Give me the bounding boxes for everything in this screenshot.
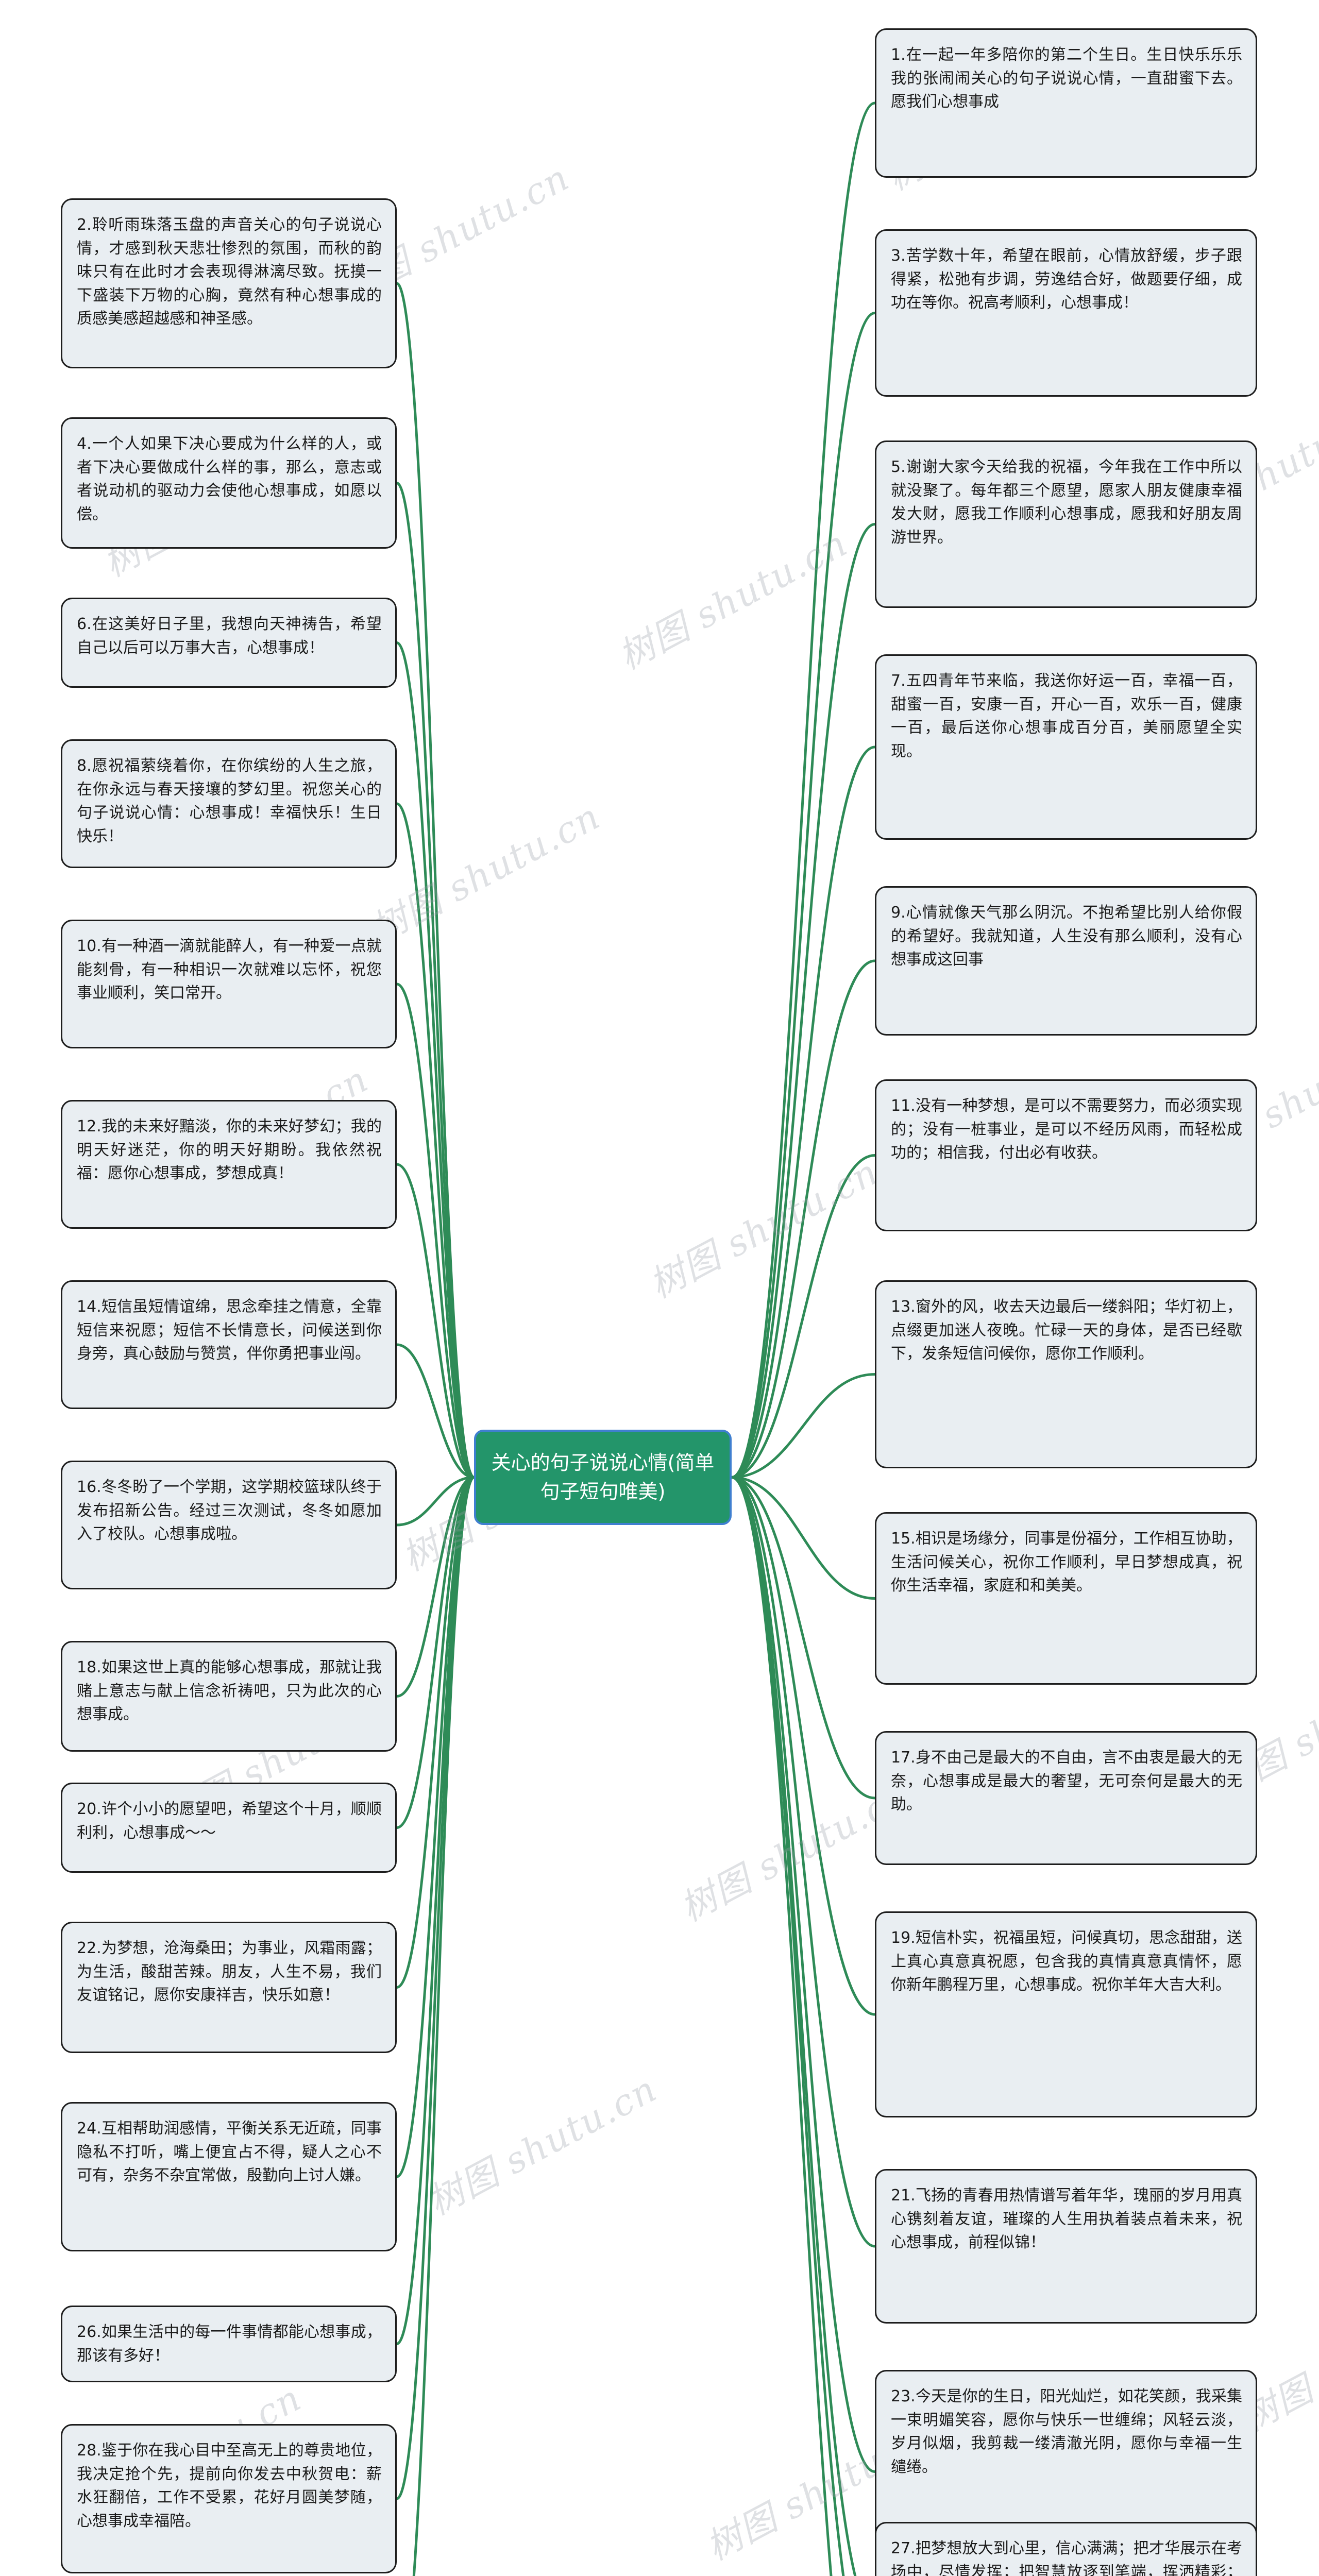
mindmap-node-right-9[interactable]: 9.心情就像天气那么阴沉。不抱希望比别人给你假的希望好。我就知道，人生没有那么顺…: [875, 886, 1257, 1036]
connector-line: [395, 1476, 476, 1527]
node-text: 5.谢谢大家今天给我的祝福，今年我在工作中所以就没聚了。每年都三个愿望，愿家人朋…: [891, 458, 1242, 547]
mindmap-node-left-6[interactable]: 6.在这美好日子里，我想向天神祷告，希望自己以后可以万事大吉，心想事成！: [61, 598, 397, 688]
mindmap-node-left-26[interactable]: 26.如果生活中的每一件事情都能心想事成，那该有多好！: [61, 2306, 397, 2383]
connector-line: [730, 745, 876, 1479]
node-text: 7.五四青年节来临，我送你好运一百，幸福一百，甜蜜一百，安康一百，开心一百，欢乐…: [891, 672, 1242, 760]
connector-line: [730, 1154, 876, 1479]
mindmap-node-right-11[interactable]: 11.没有一种梦想，是可以不需要努力，而必须实现的；没有一桩事业，是可以不经历风…: [875, 1079, 1257, 1231]
node-text: 19.短信朴实，祝福虽短，问候真切，思念甜甜，送上真心真意真祝愿，包含我的真情真…: [891, 1929, 1242, 1994]
connector-line: [730, 312, 876, 1479]
connector-line: [395, 1343, 476, 1479]
node-text: 26.如果生活中的每一件事情都能心想事成，那该有多好！: [77, 2323, 382, 2365]
node-text: 21.飞扬的青春用热情谱写着年华，瑰丽的岁月用真心镌刻着友谊，璀璨的人生用执着装…: [891, 2187, 1242, 2252]
node-text: 22.为梦想，沧海桑田；为事业，风霜雨露；为生活，酸甜苦辣。朋友，人生不易，我们…: [77, 1939, 382, 2005]
mindmap-node-left-8[interactable]: 8.愿祝福萦绕着你，在你缤纷的人生之旅，在你永远与春天接壤的梦幻里。祝您关心的句…: [61, 739, 397, 868]
root-node[interactable]: 关心的句子说说心情(简单句子短句唯美): [474, 1430, 732, 1525]
mindmap-node-left-4[interactable]: 4.一个人如果下决心要成为什么样的人，或者下决心要做成什么样的事，那么，意志或者…: [61, 417, 397, 549]
mindmap-node-right-5[interactable]: 5.谢谢大家今天给我的祝福，今年我在工作中所以就没聚了。每年都三个愿望，愿家人朋…: [875, 440, 1257, 608]
connector-line: [730, 1373, 876, 1479]
mindmap-node-left-12[interactable]: 12.我的未来好黯淡，你的未来好梦幻；我的明天好迷茫，你的明天好期盼。我依然祝福…: [61, 1100, 397, 1229]
node-text: 28.鉴于你在我心目中至高无上的尊贵地位，我决定抢个先，提前向你发去中秋贺电：薪…: [77, 2442, 382, 2530]
connector-line: [395, 282, 476, 1479]
mindmap-node-right-1[interactable]: 1.在一起一年多陪你的第二个生日。生日快乐乐乐我的张闹闹关心的句子说说心情，一直…: [875, 28, 1257, 178]
node-text: 12.我的未来好黯淡，你的未来好梦幻；我的明天好迷茫，你的明天好期盼。我依然祝福…: [77, 1117, 382, 1183]
node-text: 18.如果这世上真的能够心想事成，那就让我赌上意志与献上信念祈祷吧，只为此次的心…: [77, 1658, 382, 1724]
mindmap-node-right-17[interactable]: 17.身不由己是最大的不自由，言不由衷是最大的无奈，心想事成是最大的奢望，无可奈…: [875, 1731, 1257, 1865]
node-text: 17.身不由己是最大的不自由，言不由衷是最大的无奈，心想事成是最大的奢望，无可奈…: [891, 1749, 1242, 1814]
connector-line: [395, 1476, 476, 1698]
connector-line: [730, 1476, 876, 2016]
connector-line: [730, 1476, 876, 1800]
connector-line: [395, 1163, 476, 1479]
mindmap-node-left-24[interactable]: 24.互相帮助润感情，平衡关系无近疏，同事隐私不打听，嘴上便宜占不得，疑人之心不…: [61, 2102, 397, 2251]
node-text: 13.窗外的风，收去天边最后一缕斜阳；华灯初上，点缀更加迷人夜晚。忙碌一天的身体…: [891, 1298, 1242, 1363]
mindmap-node-left-22[interactable]: 22.为梦想，沧海桑田；为事业，风霜雨露；为生活，酸甜苦辣。朋友，人生不易，我们…: [61, 1922, 397, 2053]
mindmap-node-left-14[interactable]: 14.短信虽短情谊绵，思念牵挂之情意，全靠短信来祝愿；短信不长情意长，问候送到你…: [61, 1280, 397, 1409]
connector-line: [730, 1476, 876, 2248]
connector-line: [730, 959, 876, 1479]
mindmap-node-left-16[interactable]: 16.冬冬盼了一个学期，这学期校篮球队终于发布招新公告。经过三次测试，冬冬如愿加…: [61, 1461, 397, 1589]
connector-line: [730, 1476, 876, 1600]
node-text: 6.在这美好日子里，我想向天神祷告，希望自己以后可以万事大吉，心想事成！: [77, 615, 382, 657]
mindmap-node-right-13[interactable]: 13.窗外的风，收去天边最后一缕斜阳；华灯初上，点缀更加迷人夜晚。忙碌一天的身体…: [875, 1280, 1257, 1468]
node-text: 24.互相帮助润感情，平衡关系无近疏，同事隐私不打听，嘴上便宜占不得，疑人之心不…: [77, 2120, 382, 2185]
node-text: 3.苦学数十年，希望在眼前，心情放舒缓，步子跟得紧，松弛有步调，劳逸结合好，做题…: [891, 247, 1242, 312]
mindmap-node-right-27[interactable]: 27.把梦想放大到心里，信心满满；把才华展示在考场中，尽情发挥；把智慧放逐到笔端…: [875, 2522, 1257, 2576]
node-text: 20.许个小小的愿望吧，希望这个十月，顺顺利利，心想事成～～: [77, 1800, 382, 1842]
connector-line: [730, 101, 876, 1479]
node-text: 16.冬冬盼了一个学期，这学期校篮球队终于发布招新公告。经过三次测试，冬冬如愿加…: [77, 1478, 382, 1544]
mindmap-node-right-21[interactable]: 21.飞扬的青春用热情谱写着年华，瑰丽的岁月用真心镌刻着友谊，璀璨的人生用执着装…: [875, 2169, 1257, 2324]
mindmap-node-right-3[interactable]: 3.苦学数十年，希望在眼前，心情放舒缓，步子跟得紧，松弛有步调，劳逸结合好，做题…: [875, 229, 1257, 397]
connector-line: [395, 1476, 476, 2500]
connector-line: [395, 1476, 476, 2345]
node-text: 8.愿祝福萦绕着你，在你缤纷的人生之旅，在你永远与春天接壤的梦幻里。祝您关心的句…: [77, 757, 382, 845]
node-text: 27.把梦想放大到心里，信心满满；把才华展示在考场中，尽情发挥；把智慧放逐到笔端…: [891, 2539, 1242, 2576]
connector-line: [395, 1476, 476, 1989]
mindmap-node-right-15[interactable]: 15.相识是场缘分，同事是份福分，工作相互协助，生活问候关心，祝你工作顺利，早日…: [875, 1512, 1257, 1685]
mindmap-node-left-18[interactable]: 18.如果这世上真的能够心想事成，那就让我赌上意志与献上信念祈祷吧，只为此次的心…: [61, 1641, 397, 1752]
connector-line: [730, 1476, 876, 2473]
mindmap-node-left-2[interactable]: 2.聆听雨珠落玉盘的声音关心的句子说说心情，才感到秋天悲壮惨烈的氛围，而秋的韵味…: [61, 198, 397, 368]
mindmap-node-left-28[interactable]: 28.鉴于你在我心目中至高无上的尊贵地位，我决定抢个先，提前向你发去中秋贺电：薪…: [61, 2424, 397, 2573]
node-text: 9.心情就像天气那么阴沉。不抱希望比别人给你假的希望好。我就知道，人生没有那么顺…: [891, 904, 1242, 969]
connector-line: [730, 1476, 833, 2576]
mindmap-node-left-20[interactable]: 20.许个小小的愿望吧，希望这个十月，顺顺利利，心想事成～～: [61, 1783, 397, 1873]
node-text: 11.没有一种梦想，是可以不需要努力，而必须实现的；没有一桩事业，是可以不经历风…: [891, 1097, 1242, 1162]
node-text: 4.一个人如果下决心要成为什么样的人，或者下决心要做成什么样的事，那么，意志或者…: [77, 435, 382, 523]
node-text: 23.今天是你的生日，阳光灿烂，如花笑颜，我采集一束明媚笑容，愿你与快乐一世缠绵…: [891, 2387, 1242, 2476]
connector-line: [730, 1476, 857, 2576]
node-text: 10.有一种酒一滴就能醉人，有一种爱一点就能刻骨，有一种相识一次就难以忘怀，祝您…: [77, 937, 382, 1003]
node-text: 15.相识是场缘分，同事是份福分，工作相互协助，生活问候关心，祝你工作顺利，早日…: [891, 1530, 1242, 1595]
node-text: 14.短信虽短情谊绵，思念牵挂之情意，全靠短信来祝愿；短信不长情意长，问候送到你…: [77, 1298, 382, 1363]
connector-line: [395, 1476, 476, 1829]
connector-line: [395, 982, 476, 1479]
node-text: 1.在一起一年多陪你的第二个生日。生日快乐乐乐我的张闹闹关心的句子说说心情，一直…: [891, 46, 1242, 111]
connector-line: [412, 1476, 476, 2576]
node-text: 2.聆听雨珠落玉盘的声音关心的句子说说心情，才感到秋天悲壮惨烈的氛围，而秋的韵味…: [77, 216, 382, 328]
mindmap-node-left-10[interactable]: 10.有一种酒一滴就能醉人，有一种爱一点就能刻骨，有一种相识一次就难以忘怀，祝您…: [61, 920, 397, 1048]
mindmap-node-right-19[interactable]: 19.短信朴实，祝福虽短，问候真切，思念甜甜，送上真心真意真祝愿，包含我的真情真…: [875, 1911, 1257, 2117]
connector-line: [730, 523, 876, 1479]
connector-line: [395, 641, 476, 1479]
connector-line: [395, 1476, 476, 2178]
mindmap-node-right-7[interactable]: 7.五四青年节来临，我送你好运一百，幸福一百，甜蜜一百，安康一百，开心一百，欢乐…: [875, 654, 1257, 840]
connector-line: [395, 802, 476, 1479]
